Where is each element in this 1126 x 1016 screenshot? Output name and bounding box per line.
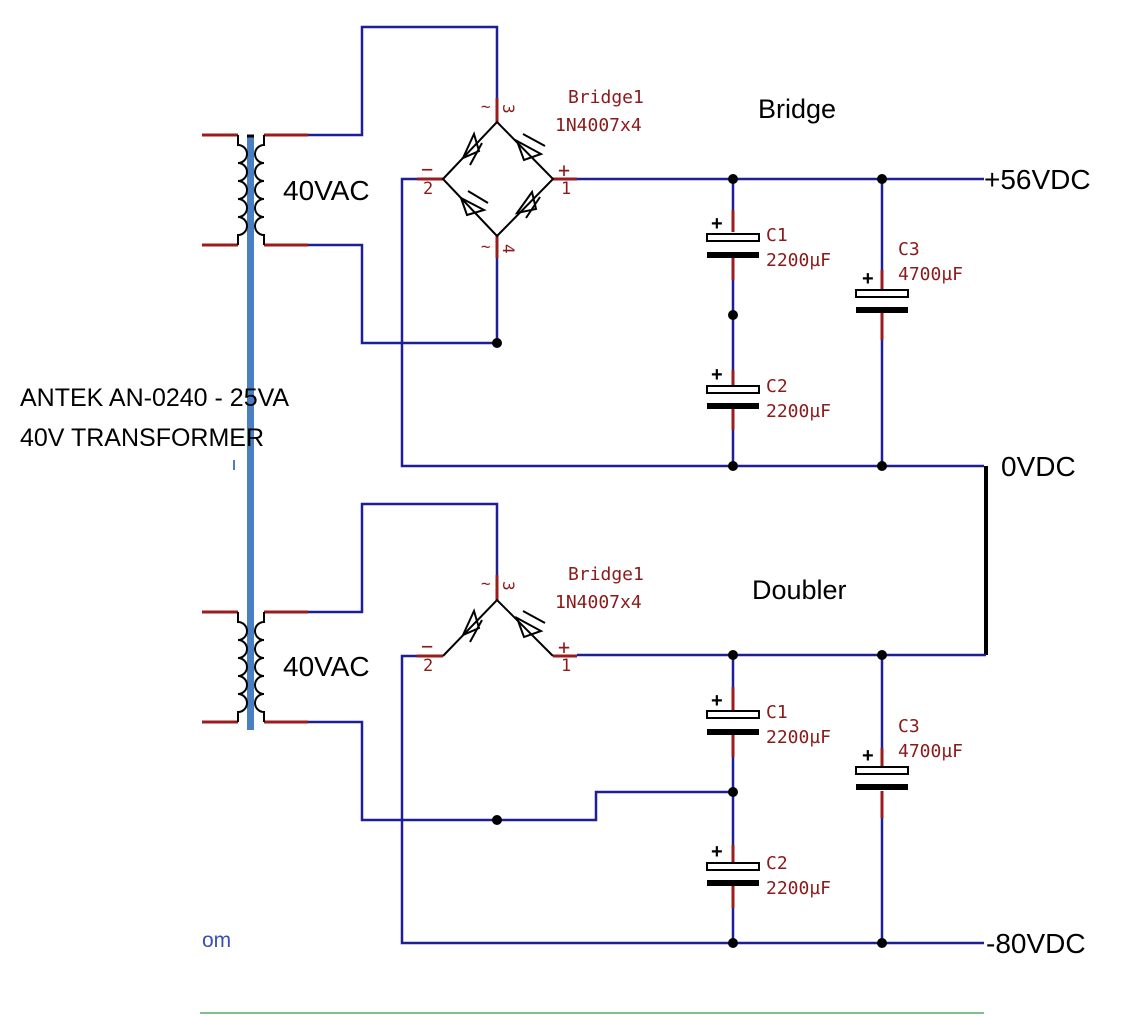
diode-d5 [460, 608, 483, 643]
top-c3-ref: C3 [898, 239, 920, 260]
top-winding-voltage: 40VAC [283, 175, 370, 206]
bottom-c1-ref: C1 [766, 702, 788, 723]
transformer-label-line2: 40V TRANSFORMER [20, 424, 264, 452]
top-bridge-minus-sign: − [421, 157, 433, 181]
bottom-primary-winding [202, 610, 248, 724]
bottom-junctions [492, 650, 887, 948]
top-c3-value: 4700µF [898, 264, 963, 285]
top-bridge-ref: Bridge1 [568, 87, 644, 108]
top-c1-polarity: + [711, 213, 723, 235]
bottom-winding-voltage: 40VAC [283, 651, 370, 682]
top-junctions [492, 174, 887, 471]
diode-d6 [515, 610, 546, 639]
top-output-voltage: +56VDC [984, 164, 1091, 195]
bottom-bridge-plus-sign: + [558, 635, 570, 659]
bottom-bridge-value: 1N4007x4 [555, 592, 642, 613]
top-bridge-plus-sign: + [558, 158, 570, 182]
transformer: ANTEK AN-0240 - 25VA 40V TRANSFORMER [20, 133, 308, 730]
top-c2-polarity: + [711, 364, 723, 386]
bottom-bridge-pin1: 1 [561, 656, 571, 676]
top-capacitor-c1: + C1 2200µF [706, 210, 831, 280]
bottom-c3-polarity: + [862, 745, 874, 767]
top-bridge-pin3: 3 [499, 104, 518, 114]
bottom-capacitor-c1: + C1 2200µF [706, 687, 831, 757]
transformer-label-line1: ANTEK AN-0240 - 25VA [20, 384, 289, 412]
bottom-bridge-minus-sign: − [421, 634, 433, 658]
top-secondary-winding [254, 133, 308, 247]
bottom-bridge-pin2: 2 [423, 656, 433, 676]
top-bridge-ac-sign-bottom: ~ [481, 237, 491, 256]
bottom-bridge-diodes [460, 608, 546, 643]
bottom-bridge-pin3: 3 [499, 581, 518, 591]
top-c2-ref: C2 [766, 376, 788, 397]
bottom-c3-value: 4700µF [898, 741, 963, 762]
bottom-bridge-ac-sign: ~ [481, 574, 491, 593]
bottom-section-title: Doubler [752, 575, 847, 605]
bottom-c1-value: 2200µF [766, 727, 831, 748]
bottom-section-wires [308, 502, 986, 945]
transformer-core [247, 135, 254, 730]
top-capacitor-c3: + C3 4700µF [855, 239, 963, 340]
top-bridge-ac-sign-top: ~ [481, 97, 491, 116]
top-c1-value: 2200µF [766, 250, 831, 271]
bottom-c2-value: 2200µF [766, 878, 831, 899]
top-capacitor-c2: + C2 2200µF [706, 364, 831, 430]
top-c1-ref: C1 [766, 225, 788, 246]
top-section-wires [308, 25, 984, 468]
bottom-c2-ref: C2 [766, 853, 788, 874]
bottom-secondary-winding [254, 610, 308, 724]
top-c2-value: 2200µF [766, 401, 831, 422]
diode-d3 [459, 190, 489, 217]
top-primary-winding [202, 133, 248, 247]
middle-output-voltage: 0VDC [1001, 451, 1076, 482]
top-bridge-pin2: 2 [423, 179, 433, 199]
bottom-capacitor-c3: + C3 4700µF [855, 716, 963, 818]
diode-d1 [460, 131, 483, 166]
top-bridge-diodes [459, 131, 546, 219]
top-bridge-rectifier: Bridge1 1N4007x4 3 4 ~ ~ 2 − 1 + [417, 87, 644, 258]
diode-d4 [514, 189, 541, 219]
bottom-bridge-ref: Bridge1 [568, 564, 644, 585]
bottom-bridge-rectifier: Bridge1 1N4007x4 3 ~ 2 − 1 + [417, 564, 644, 676]
bottom-output-voltage: -80VDC [986, 928, 1086, 959]
top-bridge-pin4: 4 [499, 244, 518, 254]
bottom-capacitor-c2: + C2 2200µF [706, 841, 831, 908]
top-c3-polarity: + [862, 268, 874, 290]
bottom-c3-ref: C3 [898, 716, 920, 737]
bottom-c1-polarity: + [711, 690, 723, 712]
top-bridge-value: 1N4007x4 [555, 115, 642, 136]
top-bridge-pin1: 1 [561, 179, 571, 199]
diode-d2 [515, 133, 546, 162]
bottom-c2-polarity: + [711, 841, 723, 863]
top-section-title: Bridge [758, 94, 836, 124]
footer-text-fragment: om [202, 929, 231, 952]
